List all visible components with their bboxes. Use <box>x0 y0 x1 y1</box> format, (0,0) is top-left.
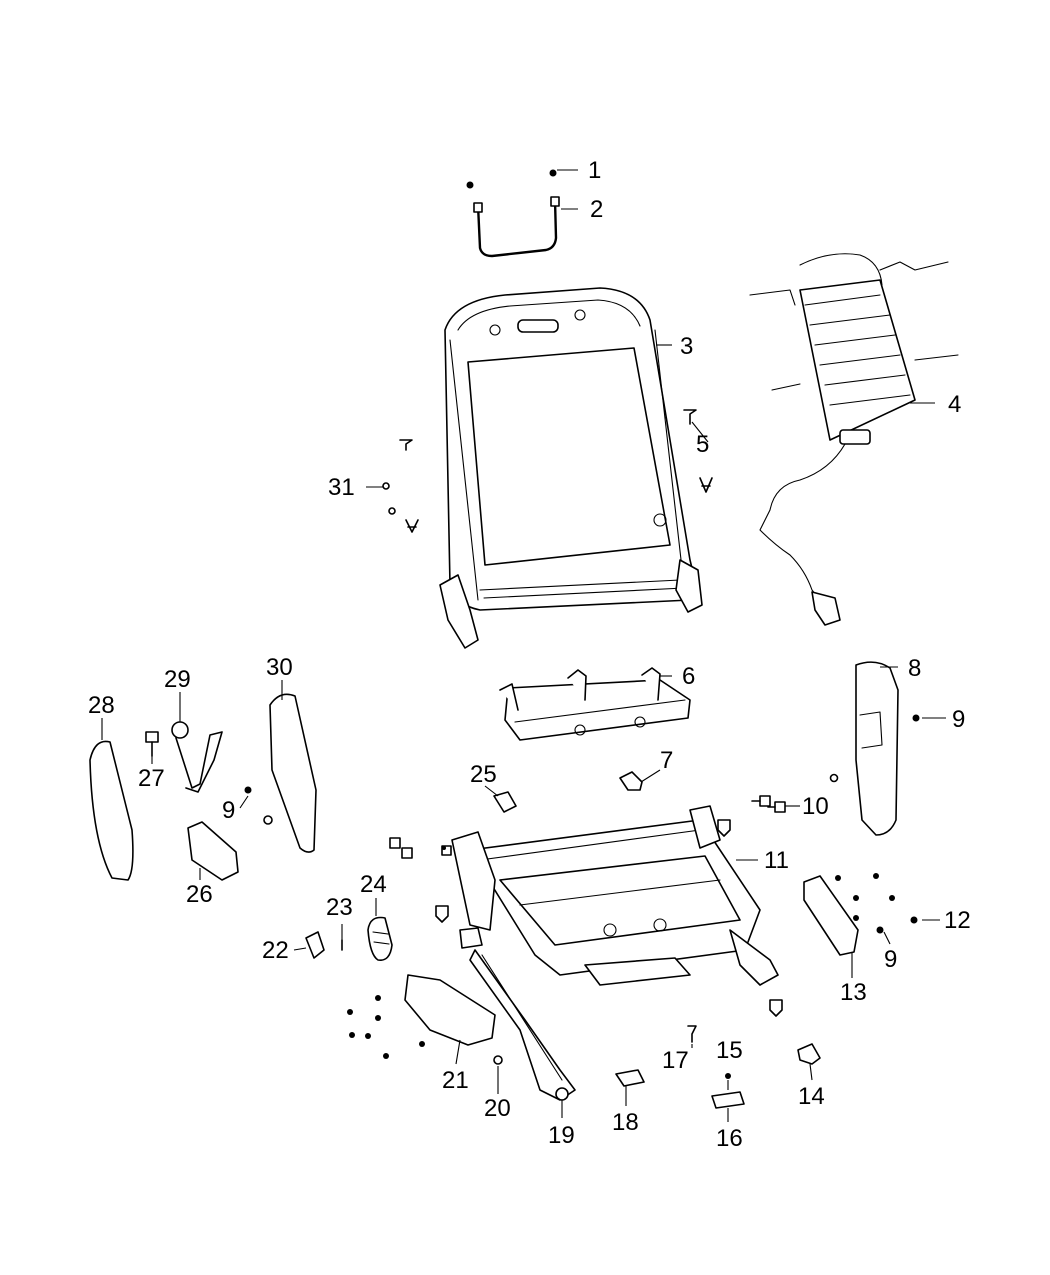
callout-18: 18 <box>612 1109 639 1136</box>
callout-22: 22 <box>262 937 289 964</box>
callout-10: 10 <box>802 793 829 820</box>
part-25-clip <box>442 791 517 850</box>
part-11-seat-cushion-frame <box>451 805 779 1101</box>
part-26-bracket <box>187 821 239 881</box>
callout-21: 21 <box>442 1067 469 1094</box>
part-2-headrest-wire <box>473 196 560 258</box>
callout-23: 23 <box>326 894 353 921</box>
part-30-side-panel <box>269 693 317 853</box>
fastener-screw-group <box>347 995 425 1059</box>
callout-20: 20 <box>484 1095 511 1122</box>
callout-29: 29 <box>164 666 191 693</box>
callout-28: 28 <box>88 692 115 719</box>
part-18-cover <box>615 1069 645 1087</box>
callout-30: 30 <box>266 654 293 681</box>
part-24-recliner-handle <box>367 916 393 962</box>
part-20-nut <box>493 1055 503 1065</box>
callout-labels: 1 2 3 4 5 31 6 8 9 7 25 10 11 12 9 13 14… <box>88 157 971 1152</box>
part-31-clip <box>382 439 419 533</box>
leader-lines <box>101 169 946 1122</box>
callout-16: 16 <box>716 1125 743 1152</box>
part-29-recliner-lever <box>171 721 223 793</box>
callout-2: 2 <box>590 196 603 223</box>
part-10-bolt <box>751 795 786 813</box>
fastener-bolt <box>389 819 783 1017</box>
part-17-pin <box>687 1025 697 1043</box>
part-9-screw <box>244 714 920 934</box>
callout-4: 4 <box>948 391 961 418</box>
part-27-bolt <box>145 731 159 757</box>
callout-14: 14 <box>798 1083 825 1110</box>
callout-12: 12 <box>944 907 971 934</box>
callout-11: 11 <box>764 847 789 874</box>
callout-1: 1 <box>588 157 601 184</box>
callout-7: 7 <box>660 747 673 774</box>
part-28-side-shield-left <box>89 740 134 881</box>
callout-27: 27 <box>138 765 165 792</box>
part-16-bracket <box>711 1091 745 1109</box>
part-12-screw <box>835 873 918 924</box>
part-6-cushion-crossmember <box>499 667 691 741</box>
callout-5: 5 <box>696 431 709 458</box>
callout-3: 3 <box>680 333 693 360</box>
part-5-clip <box>683 409 713 493</box>
callout-31: 31 <box>328 474 355 501</box>
callout-26: 26 <box>186 881 213 908</box>
part-19-grommet <box>555 1087 569 1101</box>
callout-9-left: 9 <box>222 797 235 824</box>
part-8-side-shield-right <box>855 661 899 836</box>
callout-9-lower: 9 <box>884 946 897 973</box>
callout-25: 25 <box>470 761 497 788</box>
part-13-trim-panel <box>803 875 859 956</box>
part-7-clip <box>619 771 643 791</box>
part-14-clip <box>797 1043 821 1065</box>
part-4-lumbar-support <box>749 253 959 626</box>
part-1-headrest-guide-plug <box>466 169 557 189</box>
callout-15: 15 <box>716 1037 743 1064</box>
callout-9-right: 9 <box>952 706 965 733</box>
callout-24: 24 <box>360 871 387 898</box>
callout-17: 17 <box>662 1047 689 1074</box>
part-3-seat-back-frame <box>439 287 703 649</box>
part-22-knob <box>305 931 325 959</box>
part-15-screw <box>725 1073 731 1079</box>
callout-19: 19 <box>548 1122 575 1149</box>
callout-13: 13 <box>840 979 867 1006</box>
part-21-side-trim <box>404 974 496 1046</box>
callout-8: 8 <box>908 655 921 682</box>
callout-6: 6 <box>682 663 695 690</box>
